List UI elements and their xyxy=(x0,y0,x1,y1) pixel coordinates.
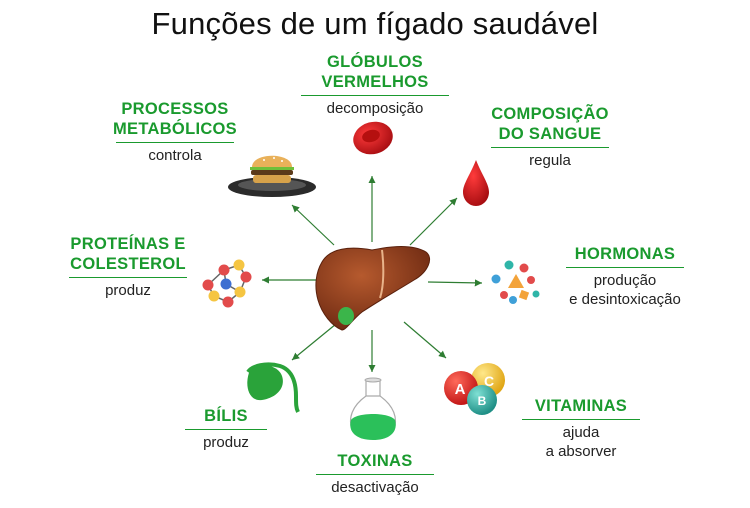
page-title: Funções de um fígado saudável xyxy=(151,6,599,41)
hormonas-action-1: produção xyxy=(593,272,657,289)
globulos-action: decomposição xyxy=(326,100,424,117)
metabolicos-action: controla xyxy=(148,147,202,164)
metabolicos-heading-2: METABÓLICOS xyxy=(113,120,237,138)
label-toxinas: TOXINAS desactivação xyxy=(305,451,445,497)
sangue-action: regula xyxy=(529,152,571,169)
globulos-heading-1: GLÓBULOS xyxy=(327,53,423,71)
toxinas-rule xyxy=(316,474,434,475)
proteinas-rule xyxy=(69,277,187,278)
red-blood-cell-icon xyxy=(353,121,393,155)
molecule-chain-icon xyxy=(202,259,252,308)
proteinas-action: produz xyxy=(105,282,151,299)
arrows xyxy=(262,176,483,372)
label-globulos: GLÓBULOS VERMELHOS decomposição xyxy=(300,52,450,118)
liver-icon xyxy=(315,246,430,331)
blood-drop-icon xyxy=(463,160,489,206)
toxinas-action: desactivação xyxy=(331,479,419,496)
vitaminas-action-2: a absorver xyxy=(545,443,617,460)
arrow-downright xyxy=(403,321,447,359)
metabolicos-rule xyxy=(116,142,234,143)
label-metabolicos: PROCESSOS METABÓLICOS controla xyxy=(100,99,250,165)
arrow-upleft xyxy=(291,204,335,246)
vitamin-letter-a: A xyxy=(455,381,466,398)
sangue-heading-1: COMPOSIÇÃO xyxy=(491,105,609,123)
globulos-heading-2: VERMELHOS xyxy=(321,73,429,91)
proteinas-heading-1: PROTEÍNAS E xyxy=(70,235,186,253)
toxinas-heading-1: TOXINAS xyxy=(337,452,413,470)
arrow-downleft xyxy=(291,323,337,361)
vitaminas-action-1: ajuda xyxy=(562,424,600,441)
hormone-particles-icon xyxy=(491,260,540,304)
bilis-heading-1: BÍLIS xyxy=(204,407,248,425)
vitamin-letter-b: B xyxy=(478,394,487,408)
flask-icon xyxy=(349,377,397,440)
vitamin-letter-c: C xyxy=(484,373,494,389)
vitaminas-rule xyxy=(522,419,640,420)
proteinas-heading-2: COLESTEROL xyxy=(70,255,186,273)
arrow-right xyxy=(427,279,483,287)
label-hormonas: HORMONAS produção e desintoxicação xyxy=(545,244,705,309)
burger-plate-icon xyxy=(228,155,316,197)
bilis-rule xyxy=(185,429,267,430)
bilis-action: produz xyxy=(203,434,249,451)
hormonas-heading-1: HORMONAS xyxy=(574,245,676,263)
vitamin-balls-icon: C A B xyxy=(444,363,505,415)
label-bilis: BÍLIS produz xyxy=(176,406,276,452)
hormonas-rule xyxy=(566,267,684,268)
sangue-rule xyxy=(491,147,609,148)
vitaminas-heading-1: VITAMINAS xyxy=(534,397,628,415)
globulos-rule xyxy=(301,95,449,96)
arrow-upright xyxy=(409,197,458,246)
label-proteinas: PROTEÍNAS E COLESTEROL produz xyxy=(58,234,198,300)
sangue-heading-2: DO SANGUE xyxy=(498,125,602,143)
metabolicos-heading-1: PROCESSOS xyxy=(121,100,229,118)
gallbladder-icon xyxy=(246,362,300,413)
label-vitaminas: VITAMINAS ajuda a absorver xyxy=(516,396,646,461)
hormonas-action-2: e desintoxicação xyxy=(569,291,681,308)
label-sangue: COMPOSIÇÃO DO SANGUE regula xyxy=(470,104,630,170)
